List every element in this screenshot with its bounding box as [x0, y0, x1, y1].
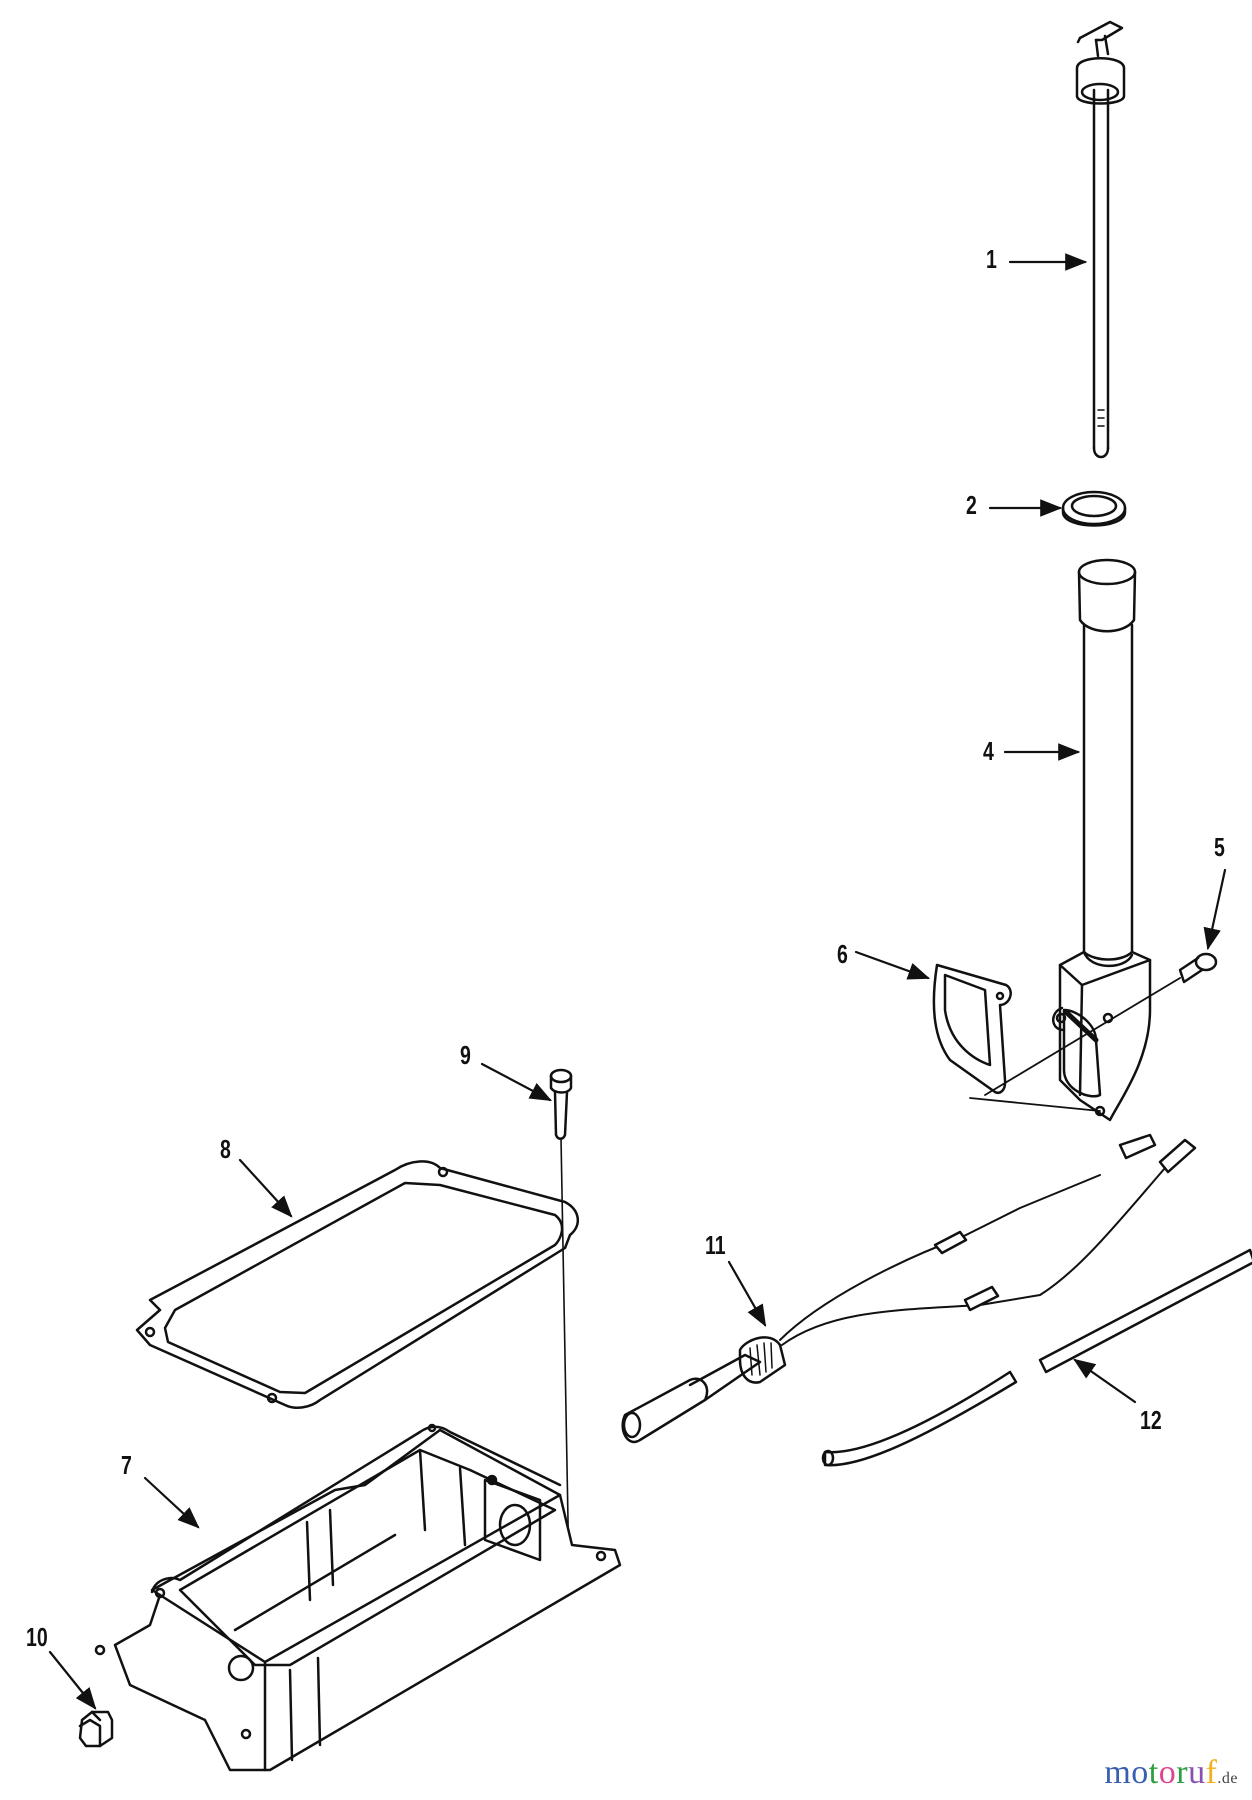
- leader-arrows: [48, 253, 1227, 1710]
- callout-10: 10: [26, 1622, 48, 1652]
- callout-6: 6: [837, 939, 848, 969]
- drain-plug-part: [78, 1710, 114, 1748]
- sealing-ring-part: [1061, 490, 1127, 527]
- watermark-letter: o: [1131, 1754, 1149, 1791]
- watermark-letter: t: [1148, 1754, 1159, 1791]
- callout-9: 9: [460, 1040, 471, 1070]
- watermark-letter: o: [1158, 1754, 1177, 1791]
- dipstick-part: [1075, 20, 1126, 459]
- bolt-part: [549, 1068, 573, 1576]
- motoruf-watermark: motoruf.de: [1104, 1754, 1238, 1792]
- dipstick-tube-part: [1052, 558, 1152, 1122]
- callout-8: 8: [220, 1134, 231, 1164]
- protective-sleeve-part: [821, 1248, 1252, 1467]
- oil-pan-housing-part: [94, 1423, 622, 1772]
- callout-5: 5: [1214, 832, 1225, 862]
- watermark-tld: .de: [1217, 1770, 1238, 1787]
- wire-harness-part: [621, 1133, 1197, 1444]
- callout-2: 2: [966, 490, 977, 520]
- housing-gasket-part: [135, 1160, 579, 1409]
- callout-1: 1: [986, 244, 997, 274]
- watermark-letter: r: [1176, 1754, 1189, 1791]
- callout-11: 11: [705, 1230, 726, 1260]
- screw-part: [984, 952, 1218, 1096]
- callout-12: 12: [1140, 1405, 1162, 1435]
- callout-7: 7: [121, 1450, 132, 1480]
- gasket-part: [932, 963, 1101, 1112]
- watermark-letter: u: [1188, 1754, 1206, 1791]
- watermark-letter: m: [1104, 1754, 1132, 1791]
- watermark-letter: f: [1205, 1754, 1218, 1791]
- callout-4: 4: [983, 736, 994, 766]
